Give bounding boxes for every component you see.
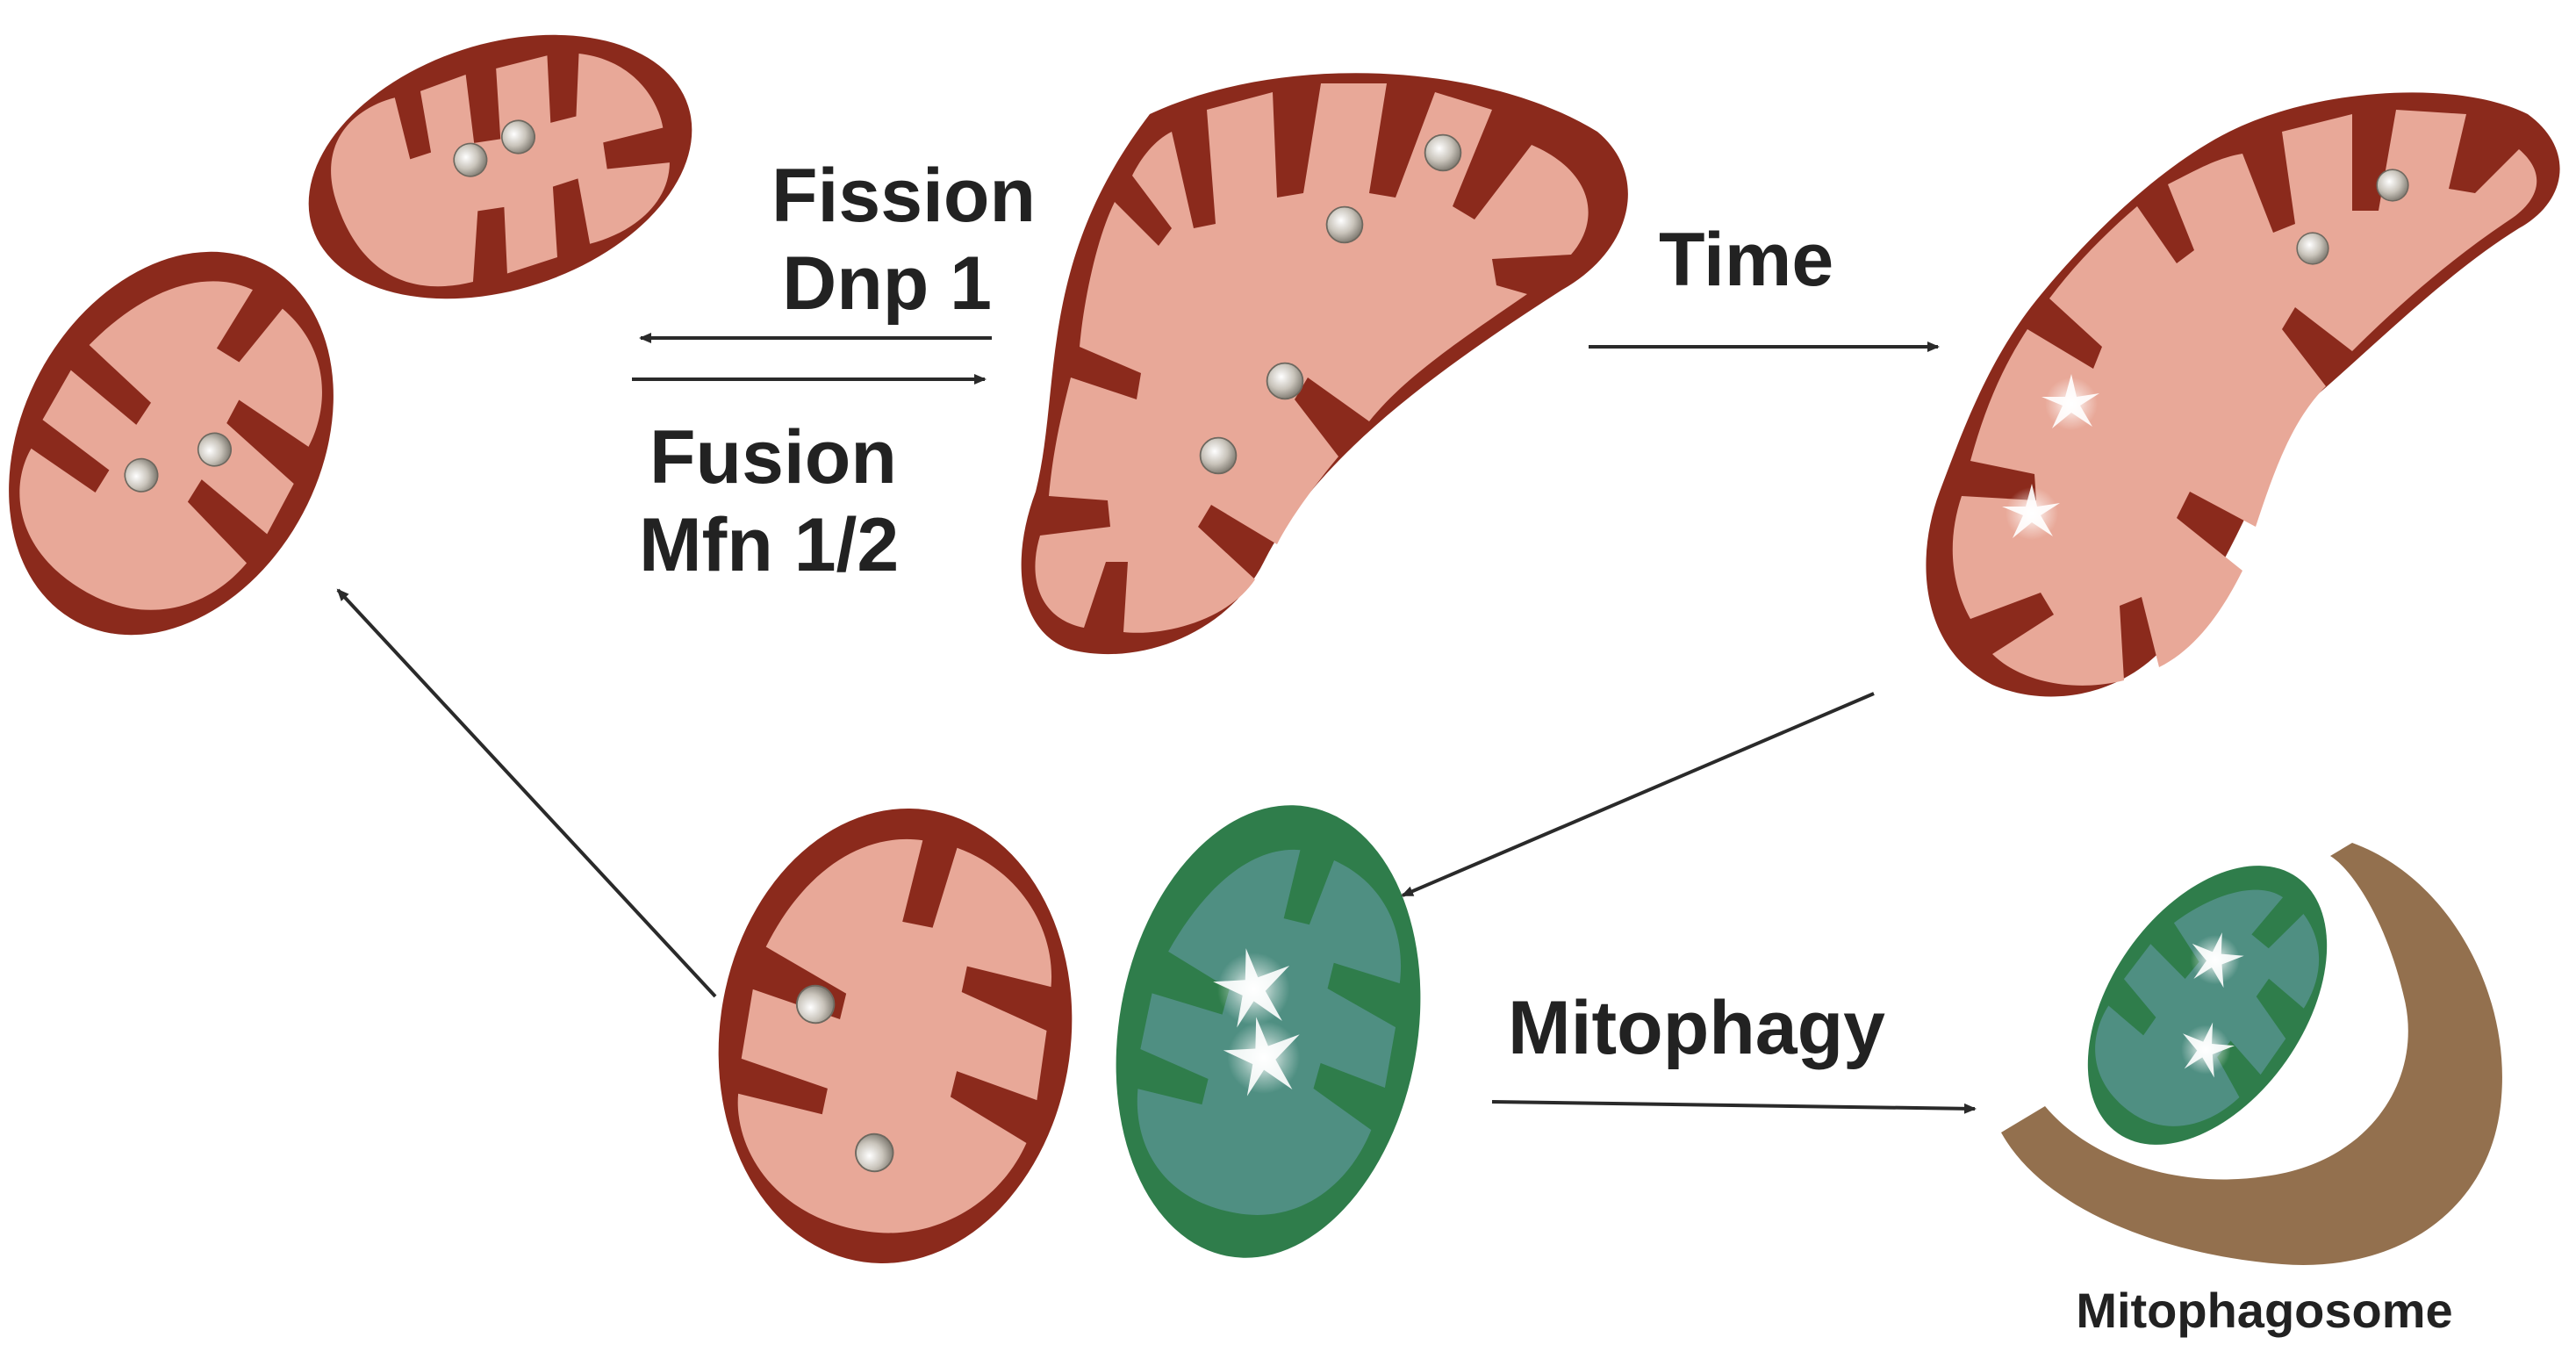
damage-arrow: [1401, 692, 1875, 897]
matrix-top-small: [331, 54, 670, 287]
mitophagosome: [2001, 843, 2502, 1265]
elongated-mitochondrion: [1021, 73, 1628, 655]
matrix-healthy-bottom: [737, 839, 1052, 1233]
recycle-arrow: [336, 588, 717, 998]
time-label: Time: [1659, 218, 1833, 302]
matrix-elongated: [1035, 83, 1589, 633]
mitophagosome-label: Mitophagosome: [2076, 1283, 2452, 1338]
mitophagy-label: Mitophagy: [1508, 986, 1885, 1070]
fission-protein-label: Dnp 1: [782, 241, 992, 326]
fusion-label: Fusion: [649, 415, 897, 500]
matrix-aged: [1952, 110, 2537, 686]
mitophagy-arrow: [1491, 1100, 1977, 1114]
aged-mitochondrion: [1926, 92, 2560, 697]
fusion-protein-label: Mfn 1/2: [639, 503, 899, 587]
damaged-mitochondrion: [1116, 805, 1421, 1258]
matrix-left-small: [19, 281, 322, 610]
fission-label: Fission: [771, 154, 1036, 238]
healthy-mitochondrion-bottom: [718, 809, 1073, 1263]
autophagosome-membrane: [2001, 843, 2502, 1265]
small-mitochondrion-left: [9, 251, 334, 636]
small-mitochondrion-top: [308, 34, 692, 299]
engulfed-mitochondrion-matrix: [2095, 889, 2320, 1126]
